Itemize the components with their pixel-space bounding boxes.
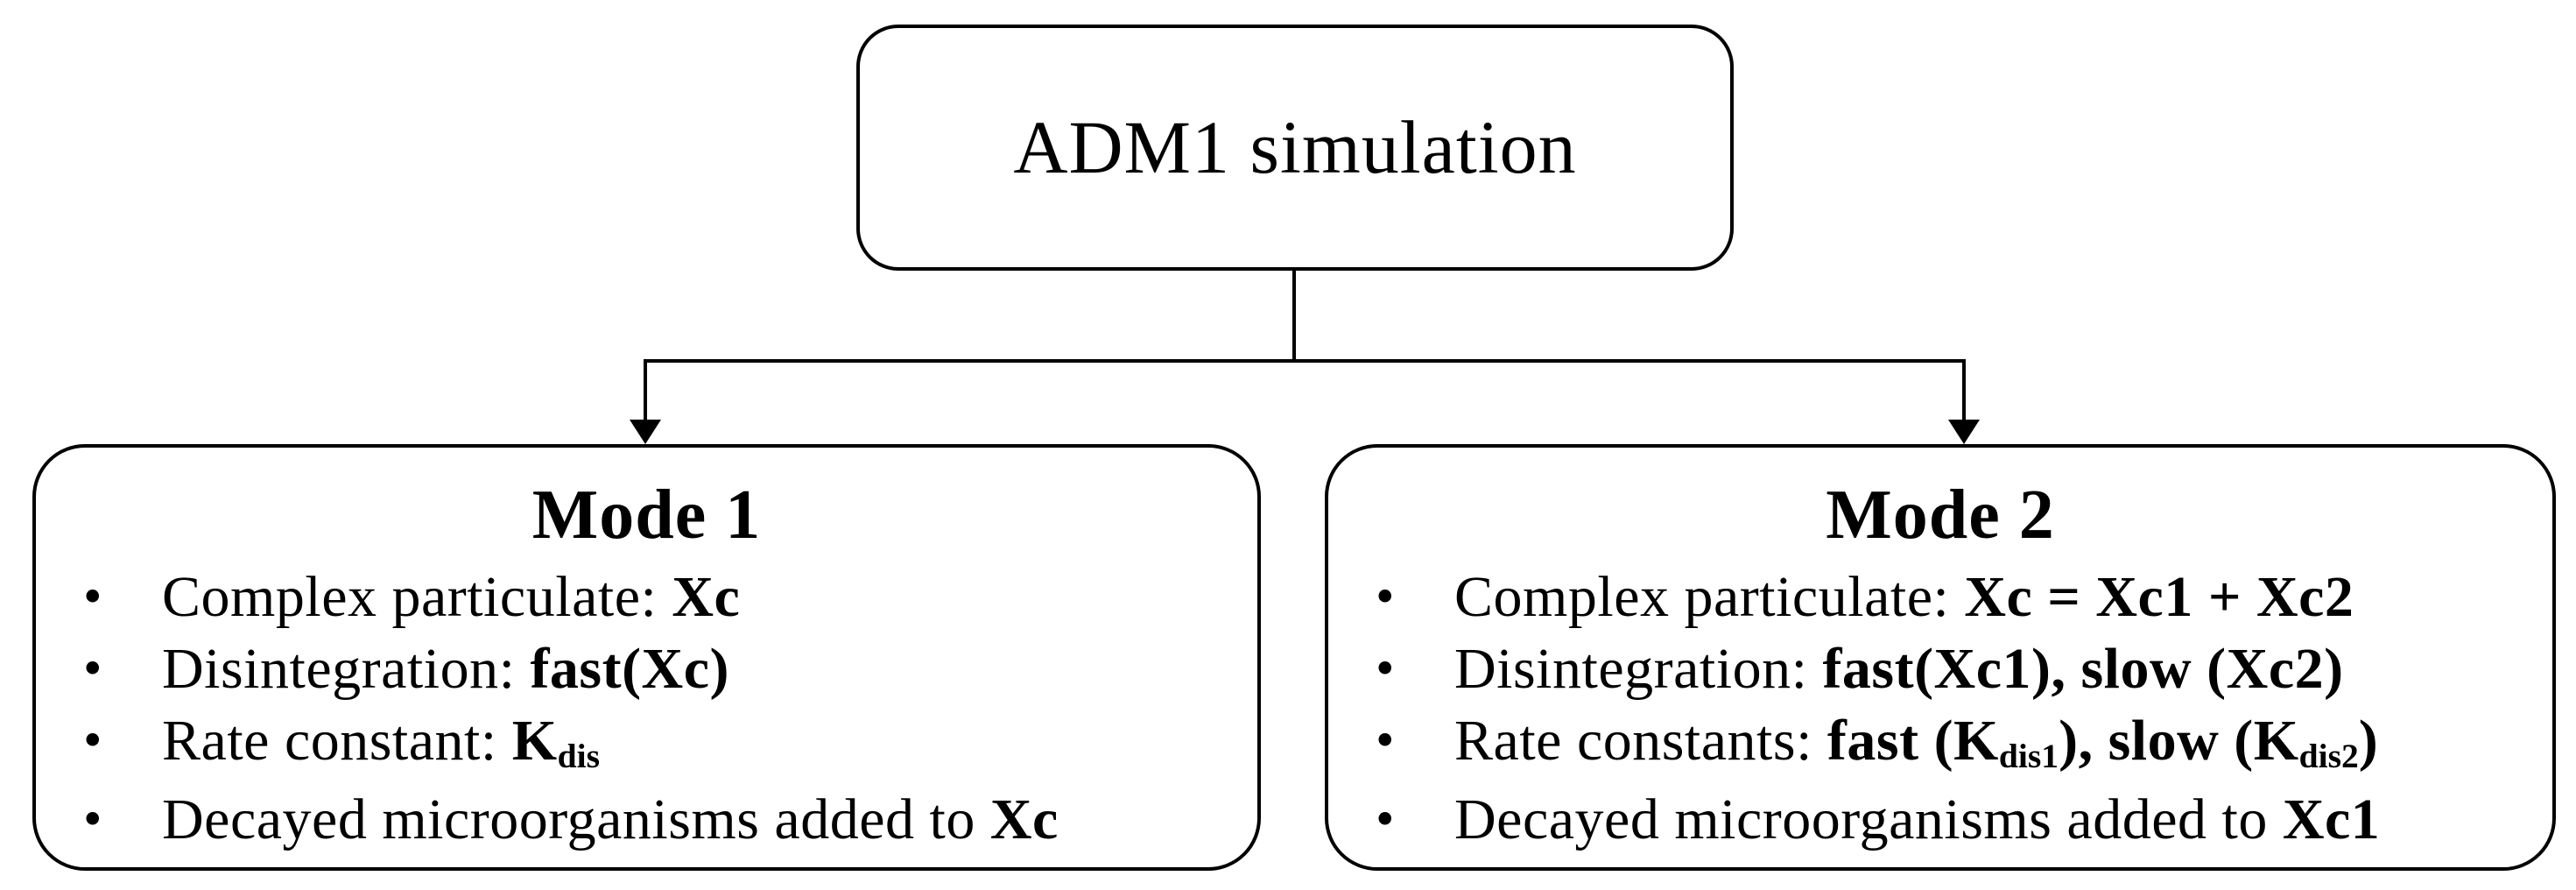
mode1-bullet-complex-particulate: • Complex particulate: Xc (80, 562, 1231, 633)
mode2-bullet-decayed-microorganisms: • Decayed microorganisms added to Xc1 (1372, 784, 2526, 856)
bullet-text: Complex particulate: Xc = Xc1 + Xc2 (1454, 565, 2354, 629)
bullet-dot-icon: • (80, 572, 106, 623)
mode1-bullet-rate-constant: • Rate constant: Kdis (80, 705, 1231, 784)
mode2-bullet-disintegration: • Disintegration: fast(Xc1), slow (Xc2) (1372, 633, 2526, 705)
connector-stem-from-root (1292, 271, 1296, 361)
mode1-bullet-list: • Complex particulate: Xc • Disintegrati… (36, 562, 1257, 856)
mode2-box: Mode 2 • Complex particulate: Xc = Xc1 +… (1325, 444, 2556, 871)
bullet-text: Complex particulate: Xc (162, 565, 741, 629)
mode2-bullet-rate-constants: • Rate constants: fast (Kdis1), slow (Kd… (1372, 705, 2526, 784)
bullet-text: Decayed microorganisms added to Xc (162, 788, 1059, 851)
bullet-dot-icon: • (80, 716, 106, 766)
connector-stem-to-mode2 (1962, 361, 1966, 422)
mode2-title: Mode 2 (1826, 477, 2055, 554)
bullet-text: Rate constants: fast (Kdis1), slow (Kdis… (1454, 709, 2379, 775)
connector-stem-to-mode1 (644, 361, 647, 422)
subscript-dis: dis (557, 736, 600, 775)
subscript-dis1: dis1 (1998, 736, 2059, 775)
bullet-dot-icon: • (1372, 716, 1398, 766)
arrow-down-icon-mode1 (630, 420, 661, 444)
mode2-bullet-list: • Complex particulate: Xc = Xc1 + Xc2 • … (1328, 562, 2552, 856)
arrow-down-icon-mode2 (1948, 420, 1980, 444)
bullet-dot-icon: • (1372, 644, 1398, 695)
mode2-bullet-complex-particulate: • Complex particulate: Xc = Xc1 + Xc2 (1372, 562, 2526, 633)
root-box-label: ADM1 simulation (1013, 105, 1577, 190)
bullet-dot-icon: • (1372, 795, 1398, 845)
bullet-text: Disintegration: fast(Xc1), slow (Xc2) (1454, 637, 2344, 701)
subscript-dis2: dis2 (2298, 736, 2359, 775)
connector-horizontal-bar (644, 359, 1966, 363)
bullet-dot-icon: • (80, 795, 106, 845)
bullet-dot-icon: • (80, 644, 106, 695)
bullet-text: Decayed microorganisms added to Xc1 (1454, 788, 2381, 851)
root-box-adm1-simulation: ADM1 simulation (856, 25, 1734, 271)
bullet-text: Rate constant: Kdis (162, 709, 600, 775)
mode1-title: Mode 1 (531, 477, 762, 554)
mode1-bullet-decayed-microorganisms: • Decayed microorganisms added to Xc (80, 784, 1231, 856)
mode1-box: Mode 1 • Complex particulate: Xc • Disin… (32, 444, 1261, 871)
mode1-bullet-disintegration: • Disintegration: fast(Xc) (80, 633, 1231, 705)
bullet-text: Disintegration: fast(Xc) (162, 637, 729, 701)
bullet-dot-icon: • (1372, 572, 1398, 623)
